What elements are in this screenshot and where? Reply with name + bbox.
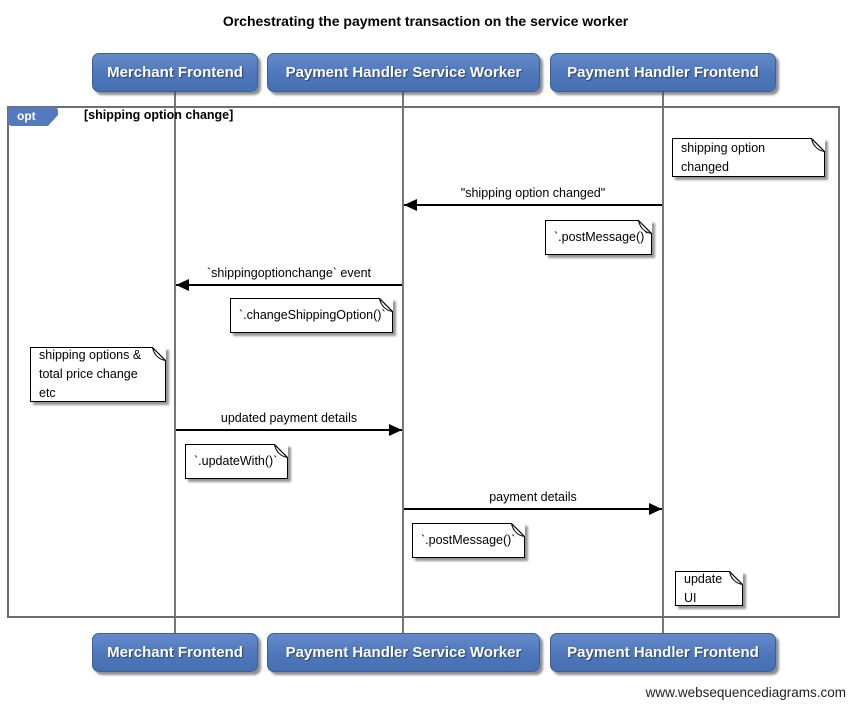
websequencediagrams-watermark: www.websequencediagrams.com <box>645 685 846 700</box>
opt-fragment-guard-label: [shipping option change] <box>84 108 234 122</box>
actor-top-payment-handler-service-worker: Payment Handler Service Worker <box>267 53 540 92</box>
note-fold-corner-icon <box>729 571 743 585</box>
actor-bottom-payment-handler-service-worker: Payment Handler Service Worker <box>267 633 540 672</box>
note-fold-corner-icon <box>811 138 825 152</box>
message-line <box>176 279 402 291</box>
message-label: payment details <box>489 490 577 504</box>
note-shipping-option-changed: shipping option changed <box>672 138 825 177</box>
actor-bottom-payment-handler-frontend: Payment Handler Frontend <box>550 633 776 672</box>
note-text: `.postMessage()` <box>554 230 649 244</box>
note-text: update UI <box>684 571 723 605</box>
page-title: Orchestrating the payment transaction on… <box>222 13 629 29</box>
lifeline-merchant-frontend <box>174 92 176 633</box>
note-text: `.changeShippingOption()` <box>239 308 386 322</box>
note-postmessage-2: `.postMessage()` <box>412 523 525 558</box>
note-shipping-options-total-price: shipping options & total price change et… <box>30 347 166 402</box>
opt-fragment-frame <box>7 106 840 618</box>
arrowhead-left-icon <box>176 279 189 291</box>
lifeline-payment-handler-service-worker <box>402 92 404 633</box>
actor-top-merchant-frontend: Merchant Frontend <box>92 53 258 92</box>
note-text: `.updateWith()` <box>194 454 278 468</box>
note-update-ui: update UI <box>675 571 743 606</box>
actor-top-payment-handler-frontend: Payment Handler Frontend <box>550 53 776 92</box>
message-line <box>176 424 402 436</box>
arrowhead-right-icon <box>649 503 662 515</box>
note-fold-corner-icon <box>274 444 288 458</box>
arrowhead-right-icon <box>389 424 402 436</box>
message-label: "shipping option changed" <box>460 186 606 200</box>
note-text: shipping option changed <box>681 140 766 174</box>
opt-fragment-operator-label: opt <box>8 107 58 126</box>
note-fold-corner-icon <box>511 523 525 537</box>
message-line <box>404 199 662 211</box>
note-fold-corner-icon <box>379 298 393 312</box>
note-text: shipping options & total price change et… <box>39 348 142 400</box>
note-fold-corner-icon <box>638 220 652 234</box>
note-text: `.postMessage()` <box>421 533 516 547</box>
note-fold-corner-icon <box>152 347 166 361</box>
message-updated-payment-details: updated payment details <box>176 411 402 436</box>
message-label: updated payment details <box>220 411 358 425</box>
note-changeshippingoption: `.changeShippingOption()` <box>230 298 393 333</box>
note-postmessage-1: `.postMessage()` <box>545 220 652 255</box>
message-payment-details: payment details <box>404 490 662 515</box>
actor-bottom-merchant-frontend: Merchant Frontend <box>92 633 258 672</box>
message-shipping-option-changed: "shipping option changed" <box>404 186 662 211</box>
message-line <box>404 503 662 515</box>
arrowhead-left-icon <box>404 199 417 211</box>
message-label: `shippingoptionchange` event <box>206 266 371 280</box>
lifeline-payment-handler-frontend <box>662 92 664 633</box>
note-updatewith: `.updateWith()` <box>185 444 288 479</box>
message-shippingoptionchange-event: `shippingoptionchange` event <box>176 266 402 291</box>
